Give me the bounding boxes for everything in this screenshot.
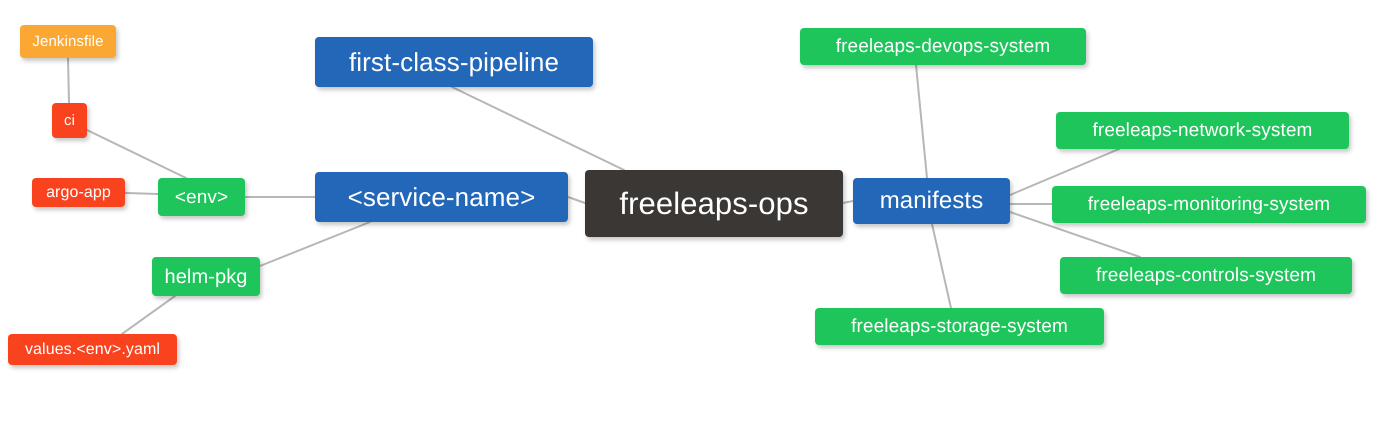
- mindmap-edge-env-ci: [86, 129, 187, 179]
- mindmap-node-service[interactable]: <service-name>: [315, 172, 568, 222]
- mindmap-node-controls[interactable]: freeleaps-controls-system: [1060, 257, 1352, 294]
- mindmap-node-devops[interactable]: freeleaps-devops-system: [800, 28, 1086, 65]
- mindmap-edge-root-service: [567, 196, 586, 204]
- mindmap-node-root[interactable]: freeleaps-ops: [585, 170, 843, 237]
- mindmap-edge-helmpkg-values: [121, 295, 176, 335]
- mindmap-node-jenkinsfile[interactable]: Jenkinsfile: [20, 25, 116, 58]
- mindmap-edge-env-argoapp: [124, 192, 159, 195]
- mindmap-node-network[interactable]: freeleaps-network-system: [1056, 112, 1349, 149]
- mindmap-node-env[interactable]: <env>: [158, 178, 245, 216]
- mindmap-node-pipeline[interactable]: first-class-pipeline: [315, 37, 593, 87]
- mindmap-node-monitoring[interactable]: freeleaps-monitoring-system: [1052, 186, 1366, 223]
- mindmap-node-helmpkg[interactable]: helm-pkg: [152, 257, 260, 296]
- mindmap-edge-manifests-storage: [931, 223, 952, 309]
- mindmap-edge-root-pipeline: [451, 86, 625, 171]
- mindmap-node-storage[interactable]: freeleaps-storage-system: [815, 308, 1104, 345]
- mindmap-node-manifests[interactable]: manifests: [853, 178, 1010, 224]
- mindmap-edge-root-manifests: [842, 200, 854, 204]
- mindmap-edge-ci-jenkinsfile: [67, 57, 70, 104]
- mindmap-node-values[interactable]: values.<env>.yaml: [8, 334, 177, 365]
- mindmap-edge-manifests-devops: [915, 64, 928, 179]
- mindmap-node-ci[interactable]: ci: [52, 103, 87, 138]
- mindmap-edge-service-helmpkg: [259, 221, 371, 267]
- mindmap-node-argoapp[interactable]: argo-app: [32, 178, 125, 207]
